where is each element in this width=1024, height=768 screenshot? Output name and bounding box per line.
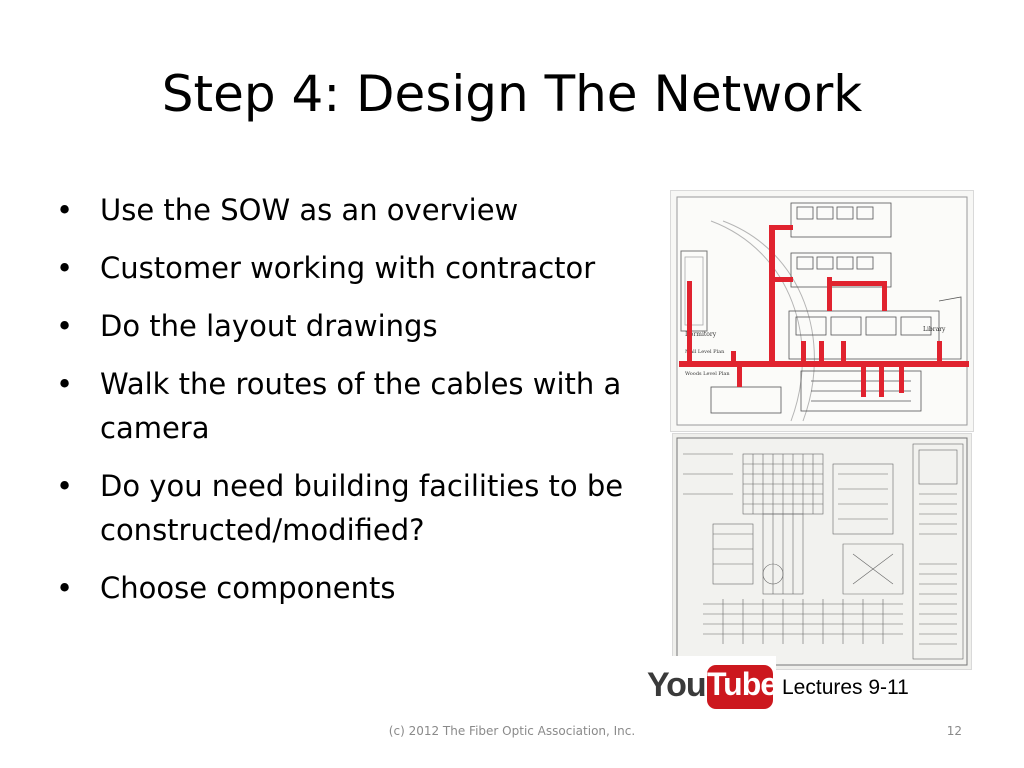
bullet-icon: •	[56, 193, 74, 227]
bullet-icon: •	[56, 469, 74, 503]
campus-layout-drawing: Dormitory Library Mall Level Plan Woods …	[670, 190, 974, 432]
bullet-item: • Walk the routes of the cables with a ca…	[56, 362, 666, 450]
bullet-text: Use the SOW as an overview	[100, 193, 519, 227]
label-woods-level: Woods Level Plan	[685, 371, 730, 377]
page-number: 12	[946, 724, 962, 738]
lectures-label: Lectures 9-11	[782, 676, 909, 699]
bullet-text: Do you need building facilities to be co…	[100, 469, 624, 547]
bullet-item: • Use the SOW as an overview	[56, 188, 666, 232]
bullet-item: • Do the layout drawings	[56, 304, 666, 348]
youtube-logo[interactable]: You Tube	[641, 656, 778, 718]
bullet-icon: •	[56, 571, 74, 605]
youtube-tube-text: Tube	[707, 666, 778, 702]
bullet-text: Customer working with contractor	[100, 251, 596, 285]
footer-copyright: (c) 2012 The Fiber Optic Association, In…	[388, 724, 636, 738]
campus-layout-drawing-svg: Dormitory Library Mall Level Plan Woods …	[676, 196, 969, 426]
label-library: Library	[923, 326, 946, 333]
label-dormitory: Dormitory	[685, 331, 717, 338]
bullet-list: • Use the SOW as an overview • Customer wo…	[56, 188, 666, 624]
bullet-icon: •	[56, 309, 74, 343]
bullet-item: • Do you need building facilities to be c…	[56, 464, 666, 552]
bullet-icon: •	[56, 251, 74, 285]
bullet-text: Walk the routes of the cables with a cam…	[100, 367, 622, 445]
youtube-tube-box: Tube	[707, 665, 778, 709]
technical-blueprint-svg	[676, 437, 968, 666]
youtube-you-text: You	[647, 666, 707, 704]
bullet-text: Do the layout drawings	[100, 309, 438, 343]
bullet-text: Choose components	[100, 571, 396, 605]
slide-title: Step 4: Design The Network	[161, 65, 863, 123]
label-mall-level: Mall Level Plan	[685, 349, 725, 355]
bullet-icon: •	[56, 367, 74, 401]
bullet-item: • Choose components	[56, 566, 666, 610]
bullet-item: • Customer working with contractor	[56, 246, 666, 290]
technical-blueprint-drawing	[672, 433, 972, 670]
